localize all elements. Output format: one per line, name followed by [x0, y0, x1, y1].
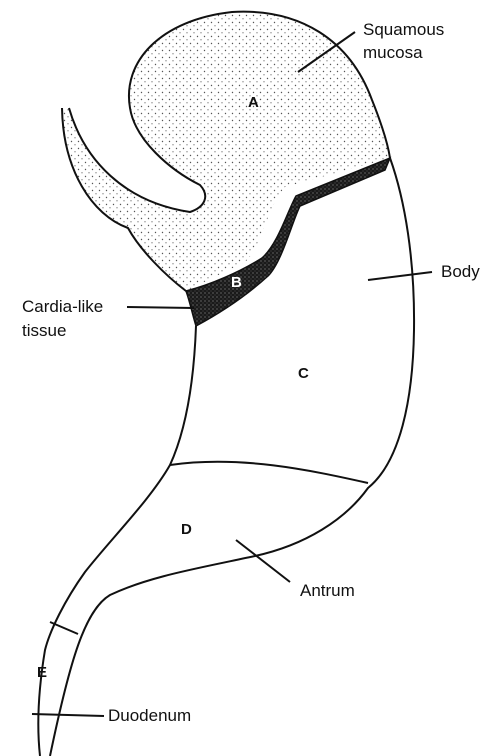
leader-body: [368, 272, 432, 280]
leader-cardia: [127, 307, 194, 308]
label-antrum: Antrum: [300, 581, 355, 601]
label-body: Body: [441, 262, 480, 282]
leader-duodenum: [32, 714, 104, 716]
region-label-b: B: [231, 274, 242, 291]
label-squamous-line1: Squamous: [363, 20, 444, 40]
region-label-e: E: [37, 664, 47, 681]
region-label-a: A: [248, 94, 259, 111]
label-squamous-line2: mucosa: [363, 43, 423, 63]
region-label-d: D: [181, 521, 192, 538]
region-label-c: C: [298, 365, 309, 382]
stomach-lesser-curvature: [38, 326, 196, 756]
label-cardia-line2: tissue: [22, 321, 66, 341]
region-a-squamous-area: [62, 12, 390, 291]
pylorus-boundary: [50, 622, 78, 634]
label-cardia-line1: Cardia-like: [22, 297, 103, 317]
body-antrum-boundary: [170, 462, 368, 483]
leader-antrum: [236, 540, 290, 582]
label-duodenum: Duodenum: [108, 706, 191, 726]
